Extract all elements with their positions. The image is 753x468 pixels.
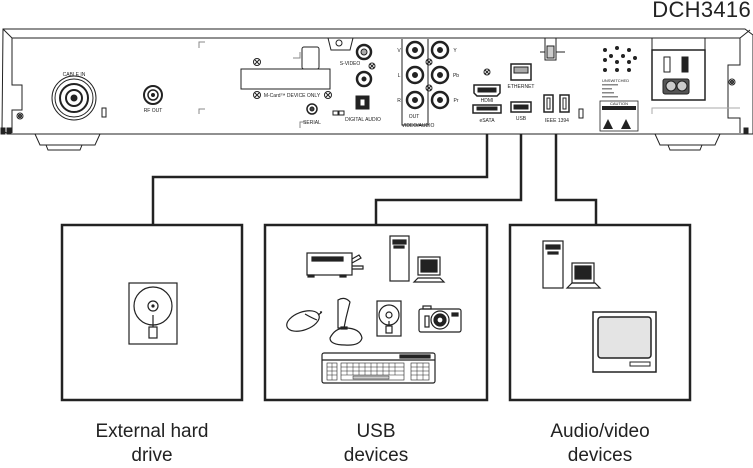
caption-line: drive xyxy=(131,445,173,466)
keyboard-icon xyxy=(321,352,436,384)
external-hard-drive-caption: External hard drive xyxy=(62,420,242,468)
r-label: R xyxy=(397,98,401,104)
cable-in-port xyxy=(51,75,107,121)
digital-audio-label: DIGITAL AUDIO xyxy=(345,117,381,123)
pb-label: Pb xyxy=(453,73,459,79)
unswitched-label: UNSWITCHED xyxy=(602,78,629,83)
mouse-icon xyxy=(286,310,323,332)
mcard-slot xyxy=(240,46,332,99)
warning-icon xyxy=(621,119,631,129)
ieee1394-connection-line xyxy=(554,134,598,225)
caption-line: devices xyxy=(343,445,409,466)
hard-drive-icon xyxy=(376,300,402,337)
serial-port xyxy=(306,103,318,115)
ieee1394-label: IEEE 1394 xyxy=(545,118,569,124)
external-hard-drive-box xyxy=(60,223,244,402)
y-label: Y xyxy=(453,48,457,54)
digital-audio-port xyxy=(332,95,370,116)
ethernet-label: ETHERNET xyxy=(508,84,535,90)
caution-text: CAUTION xyxy=(610,101,628,106)
pr-label: Pr xyxy=(454,98,459,104)
warning-icon xyxy=(603,119,613,129)
caption-line: Audio/video xyxy=(550,421,650,442)
caption-line: USB xyxy=(356,421,396,442)
screw-icon xyxy=(335,39,343,47)
mcard-label: M-Card™ DEVICE ONLY xyxy=(264,93,321,99)
joystick-icon xyxy=(329,297,363,346)
esata-connection-line xyxy=(151,134,489,225)
printer-icon xyxy=(306,252,364,278)
connection-lines xyxy=(151,134,598,225)
hdmi-esata-ports xyxy=(472,68,502,114)
usb-connection-line xyxy=(374,134,523,225)
camera-icon xyxy=(418,305,462,333)
usb-devices-box xyxy=(263,223,489,402)
l-label: L xyxy=(398,73,401,79)
ieee1394-ports xyxy=(543,94,584,119)
out-label: OUT xyxy=(409,114,420,120)
caution-label-plate: CAUTION xyxy=(599,100,639,132)
audio-video-devices-caption: Audio/video devices xyxy=(510,420,690,468)
power-outlet xyxy=(651,37,740,114)
caption-line: External hard xyxy=(95,421,209,442)
video-audio-label: VIDEO/AUDIO xyxy=(402,123,435,129)
ethernet-usb-ports xyxy=(510,63,532,113)
esata-label: eSATA xyxy=(479,118,495,124)
hard-drive-icon xyxy=(128,282,178,345)
s-video-port xyxy=(355,43,376,88)
v-label: V xyxy=(397,48,401,54)
monitor-icon xyxy=(592,311,657,373)
model-name: DCH3416 xyxy=(652,0,751,22)
rf-out-label: RF OUT xyxy=(144,108,163,114)
usb-devices-caption: USB devices xyxy=(265,420,487,468)
cable-in-label: CABLE IN xyxy=(63,72,86,78)
rear-panel xyxy=(0,28,753,151)
video-audio-out-ports xyxy=(401,39,450,126)
caption-line: devices xyxy=(567,445,633,466)
hdmi-label: HDMI xyxy=(481,98,494,104)
usb-label: USB xyxy=(516,116,527,122)
audio-video-devices-box xyxy=(508,223,692,402)
serial-label: SERIAL xyxy=(303,120,321,126)
vent-holes xyxy=(603,46,637,72)
computer-icon xyxy=(542,240,602,289)
s-video-label: S-VIDEO xyxy=(340,61,361,67)
computer-icon xyxy=(389,235,446,283)
rf-out-port xyxy=(143,85,163,105)
